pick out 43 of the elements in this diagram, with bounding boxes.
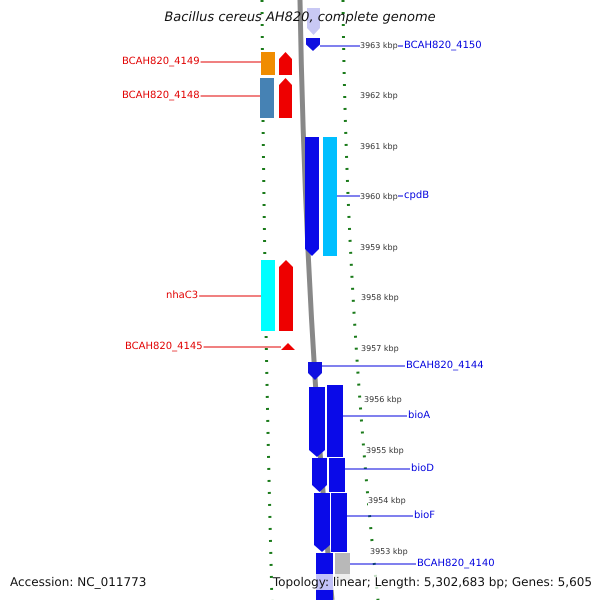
gene-label: BCAH820_4144 (406, 360, 484, 372)
gene-label: nhaC3 (166, 290, 198, 302)
gene-feature (312, 458, 327, 492)
diagram-title: Bacillus cereus AH820, complete genome (163, 10, 437, 26)
gene-feature (279, 78, 292, 118)
scale-tick-label: 3953 kbp (370, 547, 408, 557)
gene-feature (279, 52, 292, 75)
scale-tick-label: 3955 kbp (366, 446, 404, 456)
gene-bar (323, 137, 337, 256)
scale-tick-label: 3959 kbp (360, 243, 398, 253)
gene-label: bioF (414, 510, 435, 522)
accession-text: Accession: NC_011773 (10, 574, 146, 590)
genome-summary-text: Topology: linear; Length: 5,302,683 bp; Genes: 5,605 (272, 574, 592, 590)
leader-line (344, 468, 410, 470)
scale-tick-label: 3962 kbp (360, 91, 398, 101)
gene-feature (279, 260, 293, 331)
leader-line (203, 346, 282, 348)
scale-tick-label: 3960 kbp (360, 192, 398, 202)
gene-bar (260, 78, 274, 118)
scale-tick-label: 3954 kbp (368, 496, 406, 506)
gene-label: BCAH820_4149 (122, 56, 200, 68)
gene-label: cpdB (404, 190, 430, 202)
gene-label: BCAH820_4150 (404, 40, 482, 52)
gene-label: bioD (411, 463, 434, 475)
scale-tick-label: 3956 kbp (364, 395, 402, 405)
scale-tick-label: 3963 kbp (360, 41, 398, 51)
gene-bar (329, 458, 345, 492)
gene-feature (314, 493, 330, 552)
scale-tick-label: 3961 kbp (360, 142, 398, 152)
scale-tick-label: 3958 kbp (361, 293, 399, 303)
gene-bar (261, 52, 275, 75)
gene-label: BCAH820_4145 (125, 341, 203, 353)
gene-label: BCAH820_4140 (417, 558, 495, 570)
gene-label: BCAH820_4148 (122, 90, 200, 102)
gene-feature (281, 343, 295, 350)
scale-tick-label: 3957 kbp (361, 344, 399, 354)
gene-label: bioA (408, 410, 430, 422)
gene-feature (305, 137, 319, 256)
gene-bar (331, 493, 347, 552)
gene-feature (306, 38, 320, 51)
gene-bar (327, 385, 343, 457)
gene-feature (308, 362, 322, 380)
gene-bar (261, 260, 275, 331)
